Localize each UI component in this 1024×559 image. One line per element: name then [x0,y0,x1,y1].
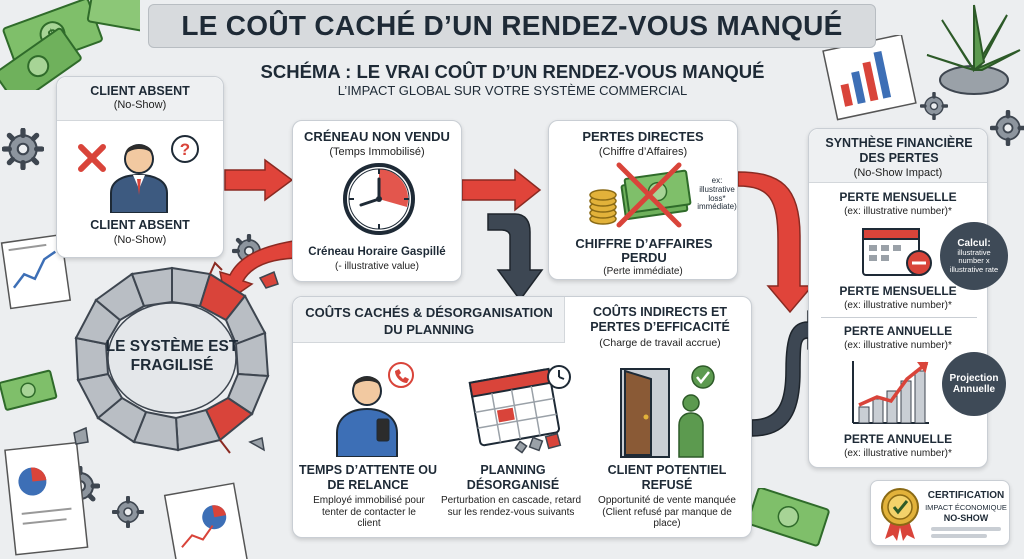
creneau-heading: CRÉNEAU NON VENDU [304,129,450,144]
person-phone-icon [336,362,414,457]
title-banner: LE COÛT CACHÉ D’UN RENDEZ-VOUS MANQUÉ [148,4,876,48]
client-card-label-sub: (No-Show) [113,234,167,246]
gear-icon [2,128,44,170]
certification-seal-icon [881,488,919,541]
gear-icon [990,110,1024,146]
indirects-heading-sub: (Charge de travail accrue) [599,337,721,349]
client-card-heading-sub: (No-Show) [113,98,167,111]
arrow-creneau-to-pertes [461,168,542,212]
money-crossed-icon [589,162,692,228]
schema-title: SCHÉMA : LE VRAI COÛT D’UN RENDEZ-VOUS M… [260,61,765,82]
gear-icon [920,92,948,120]
absent-client-icon: ? [78,135,199,213]
money-bill-decoration [0,369,58,411]
col1-title: TEMPS D’ATTENTE OU DE RELANCE [299,463,437,492]
systeme-fragilise-label: LE SYSTÈME EST FRAGILISÉ [105,338,239,374]
pertes-note: ex: illustrative loss* immédiate) [697,176,737,212]
pertes-heading: PERTES DIRECTES [582,129,704,144]
synthese-row-1-value: (ex: illustrative number)* [844,206,952,217]
synthese-row-2-title: PERTE MENSUELLE [839,284,957,298]
synthese-row-4-title: PERTE ANNUELLE [843,432,953,446]
certification-tag: NO-SHOW [943,513,989,523]
projection-label: Projection Annuelle [949,373,999,395]
synthese-row-2-value: (ex: illustrative number)* [844,300,952,311]
pertes-directes-card: PERTES DIRECTES (Chiffre d’Affaires) ex:… [548,120,738,280]
svg-text:?: ? [180,140,190,159]
creneau-heading-sub: (Temps Immobilisé) [329,146,425,158]
couts-caches-heading: COÛTS CACHÉS & DÉSORGANISATION DU PLANNI… [305,305,553,337]
pertes-label: CHIFFRE D’AFFAIRES PERDU [575,236,713,266]
calcul-badge: Calcul: illustrative number x illustrati… [940,222,1008,290]
report-document-decoration [163,482,249,559]
synthese-heading: SYNTHÈSE FINANCIÈRE DES PERTES [825,136,973,165]
certification-badge-card: CERTIFICATION IMPACT ÉCONOMIQUE NO-SHOW [870,480,1010,546]
gear-icon [112,496,144,528]
calcul-title: Calcul: [957,238,991,250]
couts-caches-card: COÛTS CACHÉS & DÉSORGANISATION DU PLANNI… [292,296,752,538]
disorganized-calendar-icon [468,365,571,454]
creneau-caption-sub: (- illustrative value) [335,261,419,272]
synthese-header: SYNTHÈSE FINANCIÈRE DES PERTES (No-Show … [809,129,987,183]
growth-bar-chart-icon [852,361,929,424]
arrow-pertes-to-synthese [737,171,814,314]
schema-subtitle: L’IMPACT GLOBAL SUR VOTRE SYSTÈME COMMER… [337,83,688,98]
synthese-financiere-card: SYNTHÈSE FINANCIÈRE DES PERTES (No-Show … [808,128,988,468]
door-refused-icon [620,365,715,458]
clock-icon [343,163,415,235]
creneau-non-vendu-card: CRÉNEAU NON VENDU (Temps Immobilisé) Cré… [292,120,462,282]
broken-system-ring [73,261,279,454]
client-card-heading: CLIENT ABSENT [90,84,190,98]
col1-text: Employé immobilisé pour tenter de contac… [313,495,425,529]
indirects-heading: COÛTS INDIRECTS ET PERTES D’EFFICACITÉ [590,305,730,334]
page-title: LE COÛT CACHÉ D’UN RENDEZ-VOUS MANQUÉ [181,10,843,41]
indirects-col-text: Opportunité de vente manquée (Client ref… [598,495,736,529]
client-card-header: CLIENT ABSENT (No-Show) [57,77,223,121]
report-document-decoration [4,441,89,556]
synthese-row-3-value: (ex: illustrative number)* [844,340,952,351]
calcul-text: illustrative number x illustrative rate [949,248,999,274]
pertes-heading-sub: (Chiffre d’Affaires) [598,146,688,158]
money-bill-decoration [747,488,830,547]
client-absent-card: CLIENT ABSENT (No-Show) ? CLIENT ABSENT … [56,76,224,258]
col2-title: PLANNING DÉSORGANISÉ [466,463,560,492]
synthese-row-1-title: PERTE MENSUELLE [839,190,957,204]
certification-text: IMPACT ÉCONOMIQUE [925,503,1007,512]
creneau-caption: Créneau Horaire Gaspillé [308,246,446,258]
calendar-minus-icon [862,228,932,276]
synthese-row-4-value: (ex: illustrative number)* [844,448,952,459]
col2-text: Perturbation en cascade, retard sur les … [440,495,582,518]
money-bills-decoration: $ [0,0,140,90]
report-document-decoration [822,35,917,121]
client-card-label: CLIENT ABSENT [90,218,190,232]
report-document-decoration [0,233,72,310]
couts-caches-header: COÛTS CACHÉS & DÉSORGANISATION DU PLANNI… [293,297,565,343]
arrow-client-to-creneau [224,158,294,202]
synthese-row-3-title: PERTE ANNUELLE [843,324,953,338]
plant-decoration [926,4,1021,95]
certification-title: CERTIFICATION [927,490,1005,501]
pertes-label-sub: (Perte immédiate) [603,266,683,277]
projection-badge: Projection Annuelle [942,352,1006,416]
indirects-col-title: CLIENT POTENTIEL REFUSÉ [607,463,727,492]
arrow-to-couts-caches [487,213,544,302]
synthese-heading-sub: (No-Show Impact) [853,167,943,179]
